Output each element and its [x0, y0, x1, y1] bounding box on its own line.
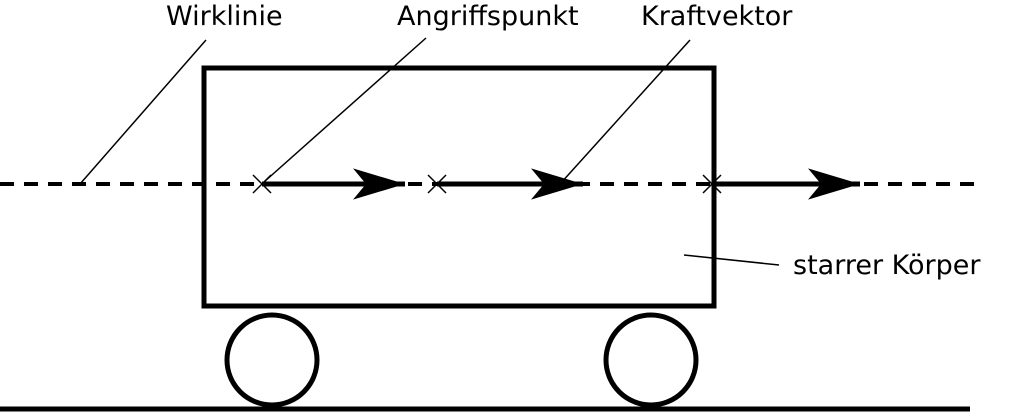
application-point-cross-2	[427, 174, 447, 194]
wheel-left	[224, 312, 320, 408]
label-angriffspunkt: Angriffspunkt	[397, 1, 579, 32]
label-kraftvektor: Kraftvektor	[641, 1, 793, 32]
leader-line-starrer-koerper	[683, 254, 780, 266]
leader-line-wirklinie	[79, 39, 207, 185]
leader-line-kraftvektor	[559, 39, 691, 185]
label-starrer-koerper: starrer Körper	[793, 250, 981, 281]
rigid-body-box	[201, 65, 717, 309]
leader-line-angriffspunkt	[263, 37, 427, 183]
wheel-right	[603, 312, 699, 408]
application-point-cross-3	[702, 174, 722, 194]
label-wirklinie: Wirklinie	[166, 1, 283, 32]
